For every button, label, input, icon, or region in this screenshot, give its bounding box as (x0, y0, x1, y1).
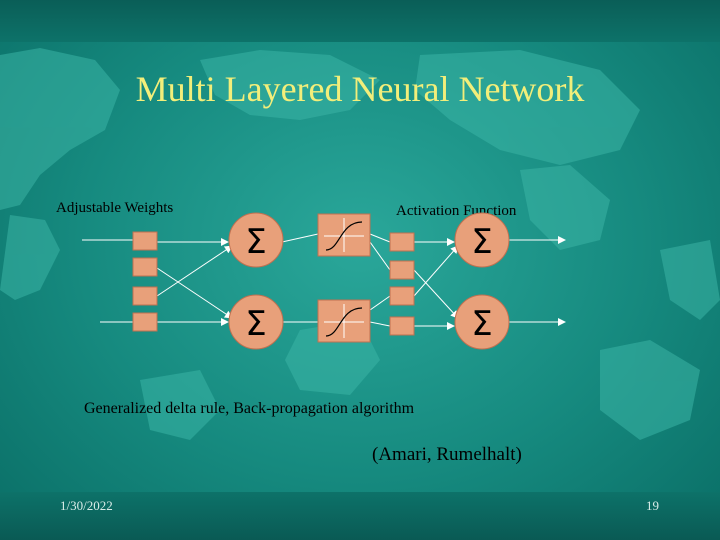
summation-node-2 (228, 294, 284, 350)
footer-page-number: 19 (646, 498, 659, 513)
sigma-symbol-1: Σ (245, 222, 266, 262)
summation-node-3 (454, 212, 510, 268)
edge-w7-s3 (413, 245, 459, 297)
footer-date: 1/30/2022 (60, 498, 113, 513)
learning-rule-label: Generalized delta rule, Back-propagation… (84, 400, 415, 417)
weight-box-1 (132, 231, 158, 251)
sigmoid-curve-1 (325, 221, 363, 251)
weight-box-7 (389, 286, 415, 306)
edge-s1-a1 (281, 233, 319, 243)
weight-box-2 (132, 257, 158, 277)
edge-a2-w8 (369, 321, 391, 327)
citation-label: (Amari, Rumelhalt) (372, 444, 522, 465)
slide-title: Multi Layered Neural Network (135, 69, 585, 109)
top-band (0, 0, 720, 42)
adjustable-weights-label: Adjustable Weights (56, 200, 174, 216)
bottom-band (0, 492, 720, 540)
weight-box-3 (132, 286, 158, 306)
sigma-symbol-2: Σ (245, 304, 266, 344)
sigmoid-curve-2 (325, 307, 363, 337)
weight-box-5 (389, 232, 415, 252)
edge-a2-w7 (369, 295, 391, 311)
weight-box-4 (132, 312, 158, 332)
edge-w2-s2 (156, 267, 233, 319)
sigma-symbol-4: Σ (471, 304, 492, 344)
edge-a1-w6 (369, 241, 391, 271)
weight-box-8 (389, 316, 415, 336)
weight-box-6 (389, 260, 415, 280)
edge-w3-s1 (156, 245, 233, 297)
summation-node-4 (454, 294, 510, 350)
edge-w6-s4 (413, 269, 459, 319)
sigma-symbol-3: Σ (471, 222, 492, 262)
summation-node-1 (228, 212, 284, 268)
edge-a1-w5 (369, 233, 391, 243)
